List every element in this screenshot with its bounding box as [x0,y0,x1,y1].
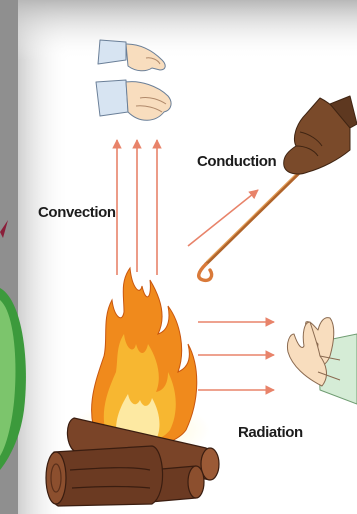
upper-sleeve [98,40,126,64]
radiation-label: Radiation [238,424,303,441]
convection-label: Convection [38,204,116,221]
lower-sleeve [96,80,128,116]
conduction-label: Conduction [197,153,277,170]
